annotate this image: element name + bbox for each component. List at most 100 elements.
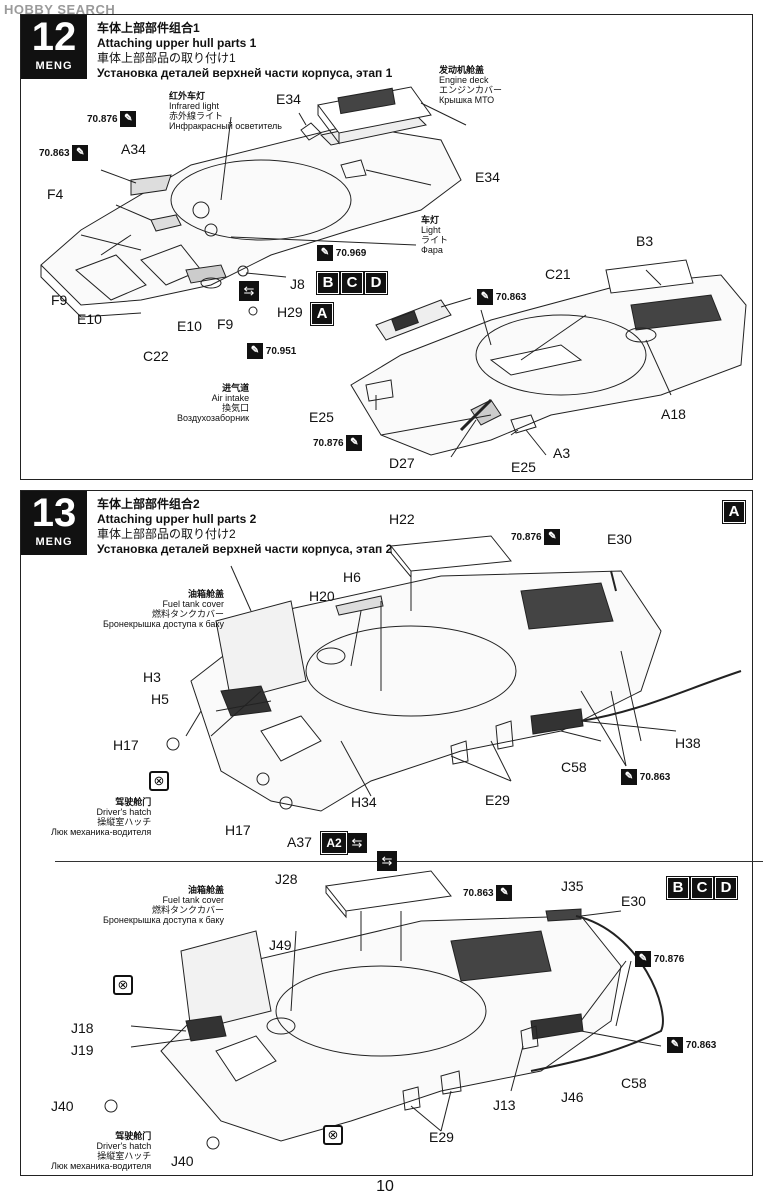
part-label-j19: J19	[71, 1042, 94, 1058]
brand-logo: MENG	[35, 60, 73, 72]
brush-icon: ✎	[667, 1037, 683, 1054]
part-label-c22: C22	[143, 348, 169, 364]
step-badge: 13 MENG	[21, 491, 87, 555]
paint-callout: ✎ 70.876	[635, 951, 684, 969]
title-ru: Установка деталей верхней части корпуса,…	[97, 542, 393, 556]
part-label-e10: E10	[77, 311, 102, 327]
part-label-b3: B3	[636, 233, 654, 249]
part-label-f9: F9	[217, 316, 234, 332]
paint-callout: ✎ 70.969	[317, 245, 366, 263]
brush-icon: ✎	[317, 245, 333, 262]
paint-callout: 70.876 ✎	[511, 529, 561, 547]
part-label-j40: J40	[171, 1153, 194, 1169]
step-badge: 12 MENG	[21, 15, 87, 79]
part-label-j18: J18	[71, 1020, 94, 1036]
part-label-j49: J49	[269, 937, 292, 953]
page-number: 10	[376, 1178, 394, 1195]
brush-icon: ✎	[544, 529, 561, 546]
paint-callout: 70.863 ✎	[463, 885, 513, 903]
title-jp: 車体上部部品の取り付け2	[97, 527, 236, 541]
step-12-panel: 12 MENG 车体上部部件组合1 Attaching upper hull p…	[20, 14, 753, 480]
brush-icon: ✎	[120, 111, 137, 128]
variant-badge-a: A	[722, 500, 747, 524]
paint-callout: 70.876 ✎	[313, 435, 363, 453]
part-label-f4: F4	[47, 186, 64, 202]
title-en: Attaching upper hull parts 1	[97, 36, 257, 50]
brush-icon: ✎	[72, 145, 89, 162]
swap-arrows-icon: ⇆	[377, 851, 397, 871]
part-label-j40: J40	[51, 1098, 74, 1114]
variant-badge-a: A	[310, 302, 335, 326]
part-label-e30: E30	[621, 893, 646, 909]
paint-callout: ✎ 70.951	[247, 343, 296, 361]
part-label-a3: A3	[553, 445, 571, 461]
brush-icon: ✎	[496, 885, 513, 902]
swap-arrows-icon: ⇆	[239, 281, 259, 301]
part-label-h34: H34	[351, 794, 377, 810]
part-label-e34: E34	[475, 169, 500, 185]
brush-icon: ✎	[346, 435, 363, 452]
swap-arrows-icon: ⇆	[347, 833, 367, 853]
brush-icon: ✎	[477, 289, 493, 306]
part-label-h17: H17	[225, 822, 251, 838]
part-label-h17: H17	[113, 737, 139, 753]
part-label-j35: J35	[561, 878, 584, 894]
paint-callout: ✎ 70.863	[477, 289, 526, 307]
brush-icon: ✎	[621, 769, 637, 786]
do-not-glue-icon: ⊗	[113, 975, 133, 995]
part-label-e29: E29	[485, 792, 510, 808]
brand-logo: MENG	[35, 536, 73, 548]
brush-icon: ✎	[247, 343, 263, 360]
do-not-glue-icon: ⊗	[149, 771, 169, 791]
do-not-glue-icon: ⊗	[323, 1125, 343, 1145]
paint-callout: 70.863 ✎	[39, 145, 89, 163]
part-label-j28: J28	[275, 871, 298, 887]
part-label-a34: A34	[121, 141, 146, 157]
hull-drawing-12	[40, 86, 747, 458]
part-label-e30: E30	[607, 531, 632, 547]
watermark: HOBBY SEARCH	[4, 2, 116, 17]
part-label-j46: J46	[561, 1089, 584, 1105]
paint-callout: ✎ 70.863	[621, 769, 670, 787]
part-label-h5: H5	[151, 691, 169, 707]
part-label-e25: E25	[511, 459, 536, 475]
part-label-d27: D27	[389, 455, 415, 471]
section-divider	[55, 861, 763, 862]
title-cn: 车体上部部件组合1	[97, 21, 200, 35]
title-jp: 車体上部部品の取り付け1	[97, 51, 236, 65]
part-label-c21: C21	[545, 266, 571, 282]
title-cn: 车体上部部件组合2	[97, 497, 200, 511]
part-label-e34: E34	[276, 91, 301, 107]
title-ru: Установка деталей верхней части корпуса,…	[97, 66, 393, 80]
part-label-h3: H3	[143, 669, 161, 685]
part-label-a37: A37	[287, 834, 312, 850]
part-label-h6: H6	[343, 569, 361, 585]
paint-callout: ✎ 70.863	[667, 1037, 716, 1055]
part-label-c58: C58	[621, 1075, 647, 1091]
part-label-h22: H22	[389, 511, 415, 527]
part-label-a18: A18	[661, 406, 686, 422]
part-label-h38: H38	[675, 735, 701, 751]
step-title: 车体上部部件组合1 Attaching upper hull parts 1 車…	[97, 21, 392, 81]
title-en: Attaching upper hull parts 2	[97, 512, 257, 526]
part-label-e10: E10	[177, 318, 202, 334]
part-label-j8: J8	[290, 276, 305, 292]
step-title: 车体上部部件组合2 Attaching upper hull parts 2 車…	[97, 497, 392, 557]
part-label-h29: H29	[277, 304, 303, 320]
part-label-e25: E25	[309, 409, 334, 425]
brush-icon: ✎	[635, 951, 651, 968]
part-label-h20: H20	[309, 588, 335, 604]
paint-callout: 70.876 ✎	[87, 111, 137, 129]
step-number: 13	[31, 491, 77, 535]
variant-badge-a2: A2	[320, 831, 349, 855]
step-number: 12	[31, 15, 77, 59]
